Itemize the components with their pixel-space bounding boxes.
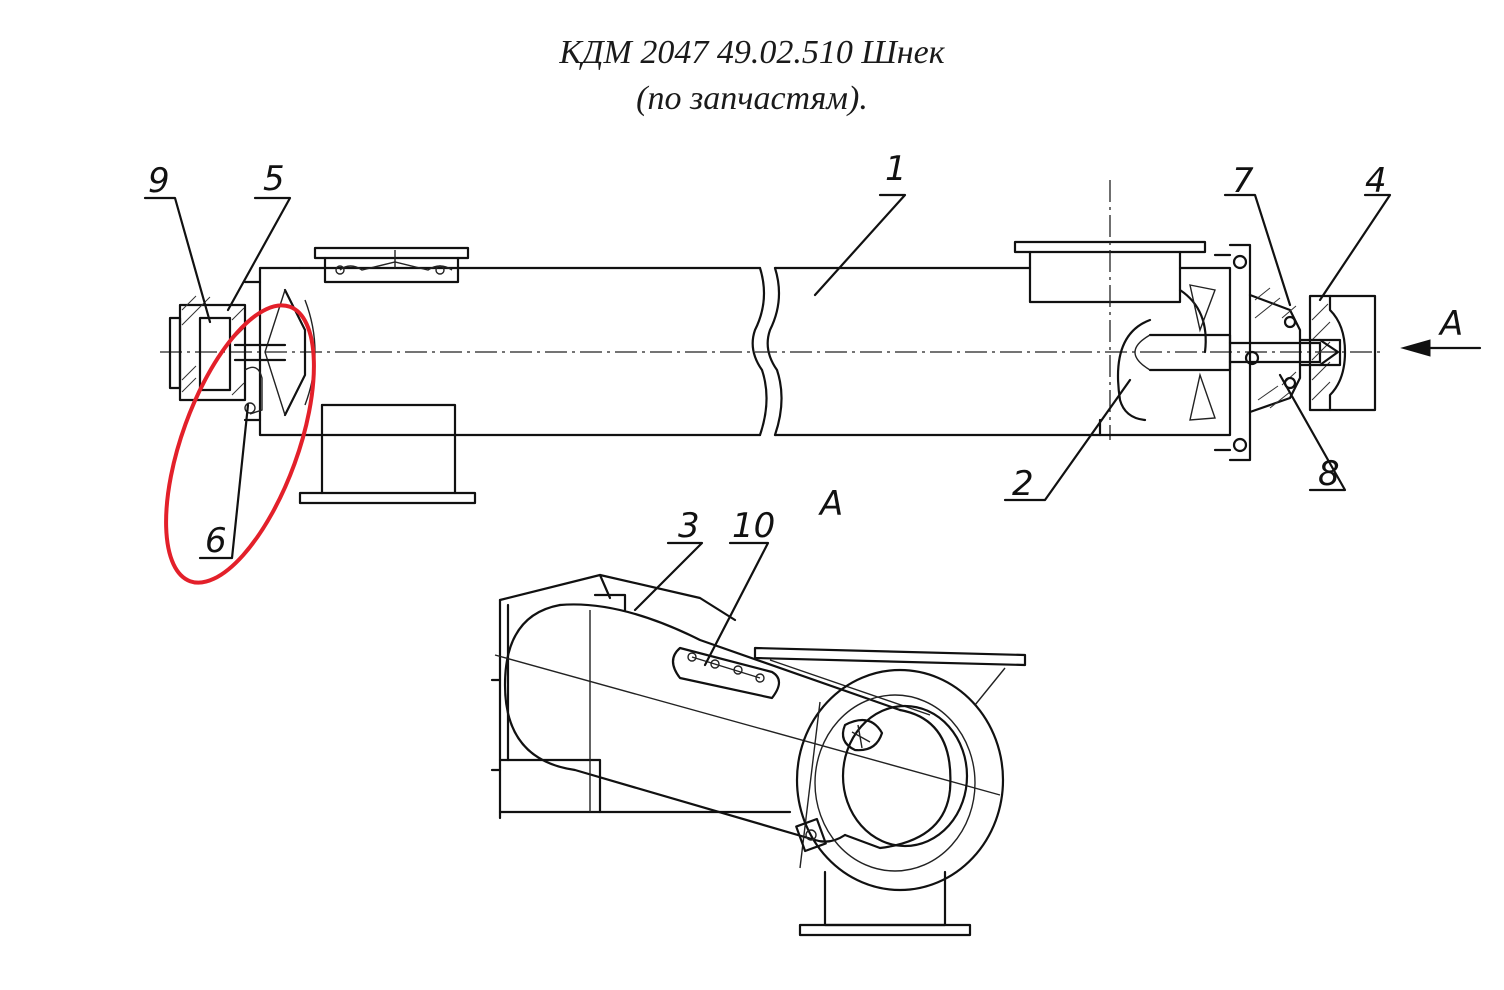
inlet-hatch — [313, 246, 470, 284]
callout-3: 3 — [678, 506, 700, 546]
title-line-2: (по запчастям). — [636, 80, 868, 117]
outlet-hopper — [1013, 180, 1207, 440]
leader-lines — [143, 193, 1392, 560]
callout-6: 6 — [205, 521, 227, 561]
support-left — [298, 403, 477, 505]
auger-tube — [160, 266, 1380, 437]
callout-9: 9 — [148, 161, 170, 201]
view-arrow-a: A — [1400, 304, 1482, 357]
section-view-label: A — [818, 484, 843, 524]
callout-4: 4 — [1365, 161, 1387, 201]
right-end-screw — [1098, 243, 1322, 462]
callout-7: 7 — [1232, 161, 1254, 201]
callout-10: 10 — [732, 506, 775, 546]
leader-10 — [703, 541, 770, 667]
callout-5: 5 — [263, 159, 285, 199]
callout-8: 8 — [1318, 454, 1340, 494]
leader-3 — [633, 541, 704, 612]
callout-2: 2 — [1012, 464, 1034, 504]
view-a-drive — [490, 573, 1027, 937]
title-line-1: КДМ 2047 49.02.510 Шнек — [559, 34, 945, 71]
drive-pulley-housing — [1298, 294, 1377, 412]
drawing-title: КДМ 2047 49.02.510 Шнек (по запчастям). — [0, 30, 1504, 122]
highlight-ellipse — [164, 303, 316, 585]
callout-1: 1 — [885, 149, 907, 189]
view-arrow-label: A — [1438, 304, 1463, 344]
